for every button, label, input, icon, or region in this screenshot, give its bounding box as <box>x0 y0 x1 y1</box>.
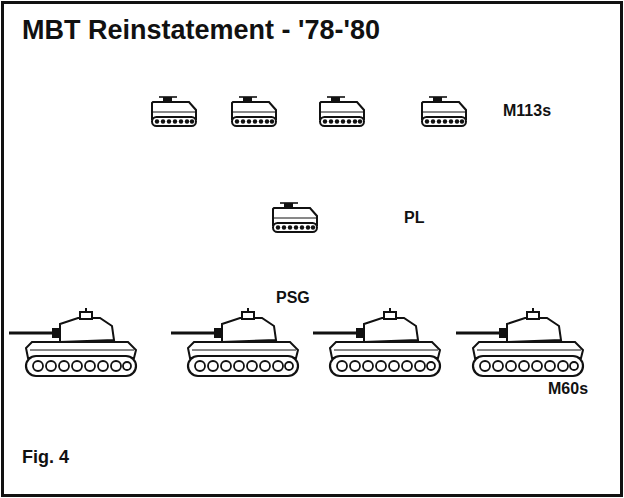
vehicle-group-label: M113s <box>503 102 551 120</box>
figure-caption: Fig. 4 <box>22 448 69 468</box>
vehicle-group-label: M60s <box>548 380 588 398</box>
figure-title: MBT Reinstatement - '78-'80 <box>22 16 380 46</box>
vehicle-role-label: PSG <box>276 289 310 307</box>
vehicle-role-label: PL <box>404 209 424 227</box>
